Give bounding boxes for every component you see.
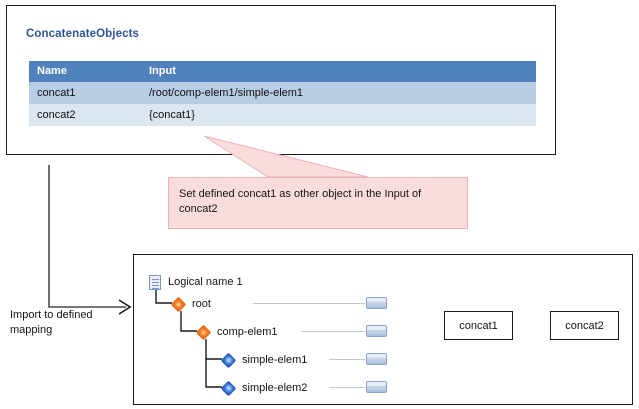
tree-node-label: simple-elem1: [242, 354, 308, 366]
mapping-tree-panel: Logical name 1 root comp-elem1 simple-el…: [133, 254, 633, 405]
tree-node-label: Logical name 1: [168, 276, 243, 288]
port-box-root[interactable]: [366, 297, 387, 309]
orange-diamond-icon: [195, 324, 212, 340]
cell-input: {concat1}: [141, 104, 536, 126]
tree-node-label: root: [192, 298, 211, 310]
port-line: [253, 303, 365, 304]
import-to-defined-mapping-label: Import to defined mapping: [10, 309, 93, 336]
port-line: [302, 331, 365, 332]
tree-node-label: simple-elem2: [242, 382, 308, 394]
blue-diamond-icon: [220, 352, 237, 368]
tree-node-document[interactable]: Logical name 1: [148, 274, 243, 290]
port-box-simple-elem2[interactable]: [366, 381, 387, 393]
column-header-name: Name: [29, 61, 141, 82]
document-icon: [148, 274, 161, 290]
tree-node-comp-elem1[interactable]: comp-elem1: [195, 324, 278, 340]
callout-note: Set defined concat1 as other object in t…: [168, 177, 468, 229]
port-line: [329, 387, 365, 388]
tree-node-simple-elem1[interactable]: simple-elem1: [220, 352, 308, 368]
port-box-comp-elem1[interactable]: [366, 325, 387, 337]
function-box-concat2[interactable]: concat2: [550, 311, 619, 340]
concatenate-objects-table: Name Input concat1 /root/comp-elem1/simp…: [29, 61, 536, 126]
cell-name: concat2: [29, 104, 141, 126]
concatenate-objects-panel: ConcatenateObjects Name Input concat1 /r…: [6, 5, 556, 155]
callout-text: Set defined concat1 as other object in t…: [179, 188, 422, 215]
table-header-row: Name Input: [29, 61, 536, 82]
blue-diamond-icon: [220, 380, 237, 396]
page-title: ConcatenateObjects: [26, 28, 139, 40]
function-box-concat1[interactable]: concat1: [444, 311, 513, 340]
cell-name: concat1: [29, 82, 141, 104]
orange-diamond-icon: [170, 296, 187, 312]
cell-input: /root/comp-elem1/simple-elem1: [141, 82, 536, 104]
table-row[interactable]: concat1 /root/comp-elem1/simple-elem1: [29, 82, 536, 104]
tree-connector-lines: [155, 287, 222, 388]
port-box-simple-elem1[interactable]: [366, 353, 387, 365]
table-row[interactable]: concat2 {concat1}: [29, 104, 536, 126]
column-header-input: Input: [141, 61, 536, 82]
tree-node-simple-elem2[interactable]: simple-elem2: [220, 380, 308, 396]
port-line: [329, 359, 365, 360]
tree-node-label: comp-elem1: [217, 326, 278, 338]
tree-node-root[interactable]: root: [170, 296, 211, 312]
